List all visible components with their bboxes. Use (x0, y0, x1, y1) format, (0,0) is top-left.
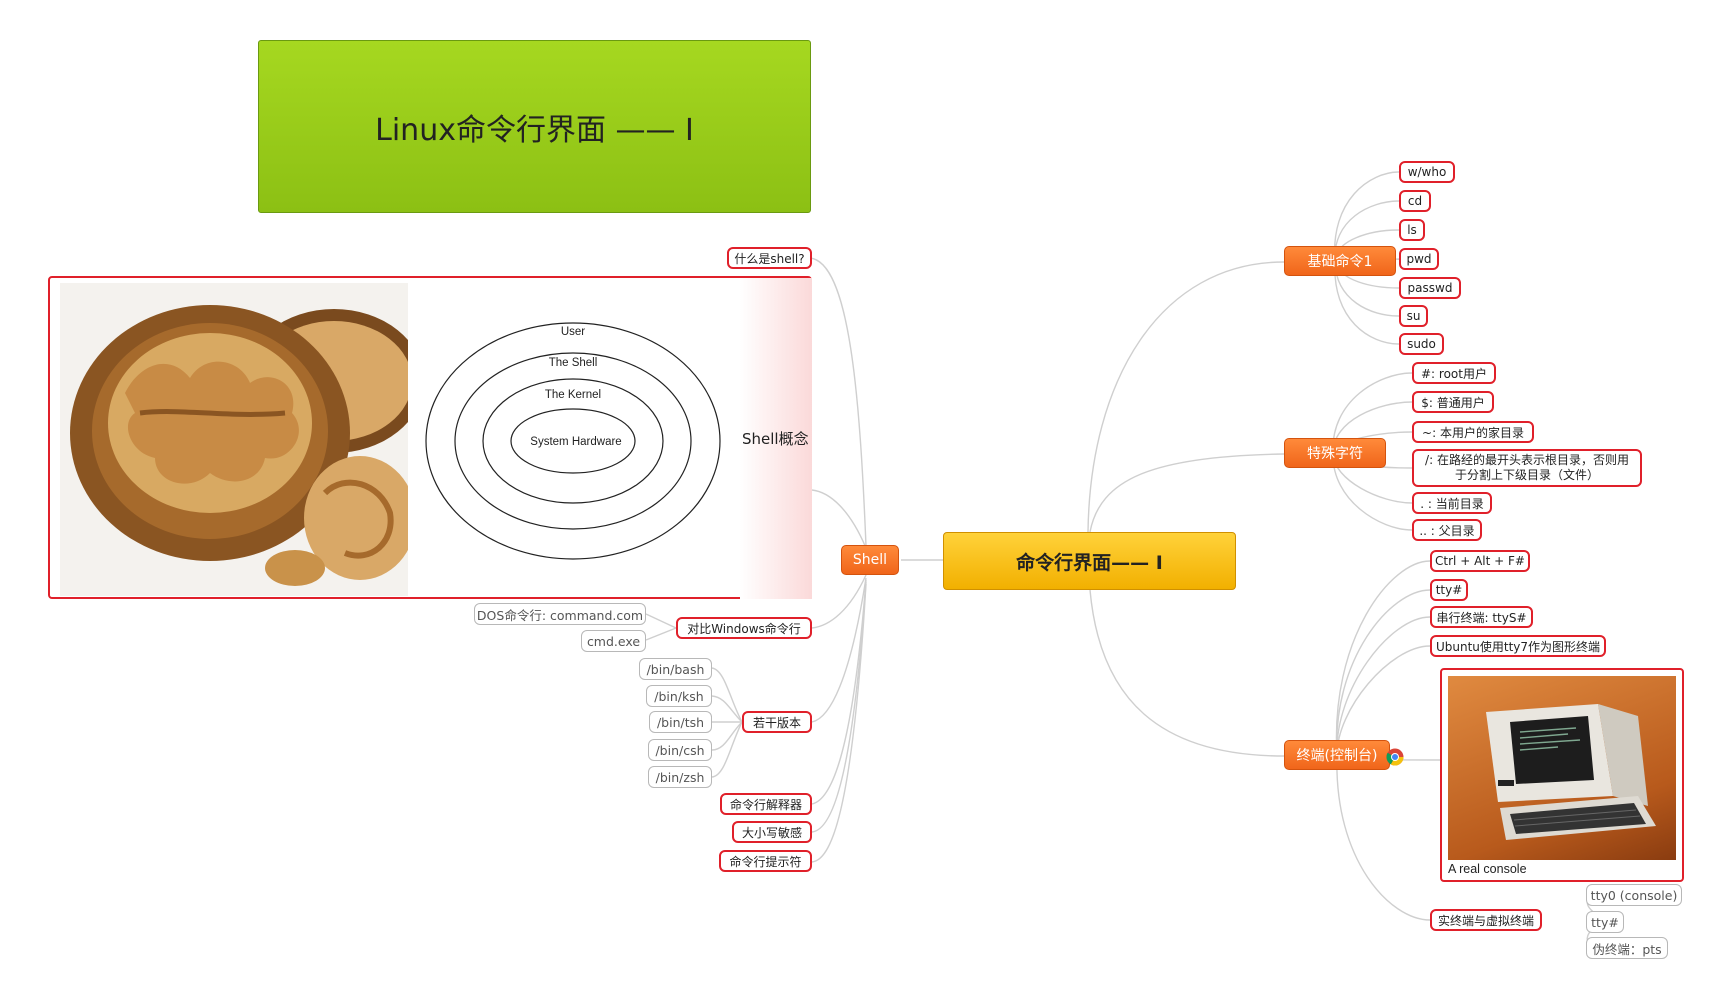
chrome-icon[interactable] (1386, 748, 1404, 766)
term-tty0[interactable]: tty0 (console) (1586, 884, 1682, 906)
term-ubuntu[interactable]: Ubuntu使用tty7作为图形终端 (1430, 635, 1606, 657)
prompt-topic[interactable]: 命令行提示符 (719, 850, 812, 872)
cmd-pwd[interactable]: pwd (1399, 248, 1439, 270)
what-is-shell-topic[interactable]: 什么是shell? (727, 247, 812, 269)
term-pts[interactable]: 伪终端：pts (1586, 937, 1668, 959)
layer-shell-label: The Shell (549, 357, 598, 369)
console-caption: A real console (1448, 862, 1527, 876)
layer-hardware-label: System Hardware (530, 436, 621, 448)
shell-concept-label: Shell概念 (742, 430, 809, 448)
term-tty-hash[interactable]: tty# (1586, 911, 1624, 933)
term-ctrl-alt[interactable]: Ctrl + Alt + F# (1430, 550, 1530, 572)
char-root[interactable]: #: root用户 (1412, 362, 1496, 384)
shell-layers-diagram: User The Shell The Kernel System Hardwar… (408, 283, 738, 596)
version-ksh[interactable]: /bin/ksh (646, 685, 712, 707)
concept-side-band (740, 278, 812, 599)
terminal-topic[interactable]: 终端(控制台) (1284, 740, 1390, 770)
console-image-box[interactable]: A real console (1440, 668, 1684, 882)
shell-concept-box[interactable]: User The Shell The Kernel System Hardwar… (48, 276, 812, 599)
interpreter-topic[interactable]: 命令行解释器 (720, 793, 812, 815)
char-slash[interactable]: /: 在路经的最开头表示根目录，否则用 于分割上下级目录（文件） (1412, 449, 1642, 487)
basic-commands-topic[interactable]: 基础命令1 (1284, 246, 1396, 276)
console-photo (1448, 676, 1676, 860)
shell-topic[interactable]: Shell (841, 545, 899, 575)
version-bash[interactable]: /bin/bash (639, 658, 712, 680)
term-tty[interactable]: tty# (1430, 579, 1468, 601)
term-serial[interactable]: 串行终端: ttyS# (1430, 606, 1533, 628)
char-slash-line2: 于分割上下级目录（文件） (1454, 468, 1599, 482)
version-csh[interactable]: /bin/csh (648, 739, 712, 761)
cmd-sudo[interactable]: sudo (1399, 333, 1444, 355)
cmd-su[interactable]: su (1399, 305, 1428, 327)
layer-user-label: User (561, 326, 585, 338)
case-sensitive-topic[interactable]: 大小写敏感 (732, 821, 812, 843)
cmd-exe-topic[interactable]: cmd.exe (581, 630, 646, 652)
versions-topic[interactable]: 若干版本 (742, 711, 812, 733)
walnut-image (60, 283, 424, 596)
title-banner[interactable]: Linux命令行界面 —— I (258, 40, 811, 213)
version-tsh[interactable]: /bin/tsh (649, 711, 712, 733)
version-zsh[interactable]: /bin/zsh (648, 766, 712, 788)
cmd-who[interactable]: w/who (1399, 161, 1455, 183)
real-virtual-topic[interactable]: 实终端与虚拟终端 (1430, 909, 1542, 931)
cmd-ls[interactable]: ls (1399, 219, 1425, 241)
central-topic[interactable]: 命令行界面—— I (943, 532, 1236, 590)
compare-windows-topic[interactable]: 对比Windows命令行 (676, 617, 812, 639)
char-parent[interactable]: .. : 父目录 (1412, 519, 1482, 541)
dos-command-topic[interactable]: DOS命令行: command.com (474, 603, 646, 625)
special-chars-topic[interactable]: 特殊字符 (1284, 438, 1386, 468)
cmd-passwd[interactable]: passwd (1399, 277, 1461, 299)
char-slash-line1: /: 在路经的最开头表示根目录，否则用 (1425, 453, 1629, 467)
cmd-cd[interactable]: cd (1399, 190, 1431, 212)
char-current[interactable]: . : 当前目录 (1412, 492, 1492, 514)
char-normal[interactable]: $: 普通用户 (1412, 391, 1494, 413)
layer-kernel-label: The Kernel (545, 389, 601, 401)
char-home[interactable]: ~: 本用户的家目录 (1412, 421, 1534, 443)
